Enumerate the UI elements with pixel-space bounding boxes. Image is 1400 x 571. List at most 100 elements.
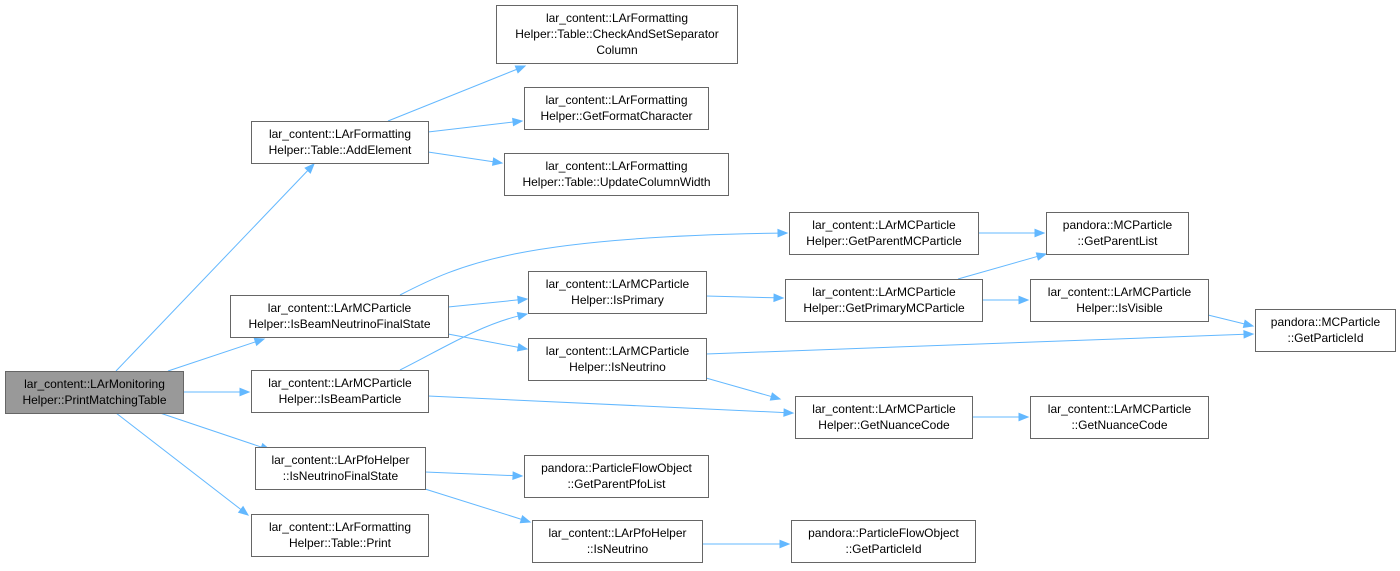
node-pfo-is-neutrino[interactable]: lar_content::LArPfoHelper::IsNeutrino bbox=[532, 520, 703, 563]
node-check-sep[interactable]: lar_content::LArFormattingHelper::Table:… bbox=[496, 5, 738, 64]
arrowhead-icon bbox=[514, 65, 527, 74]
node-label-line: ::GetNuanceCode bbox=[1071, 418, 1167, 432]
node-box bbox=[1030, 279, 1209, 322]
edge-get_parent_mc-to-mc_get_parent_list bbox=[978, 228, 1046, 238]
node-pfo-is-nu-fs[interactable]: lar_content::LArPfoHelper::IsNeutrinoFin… bbox=[255, 447, 426, 490]
edge-line bbox=[167, 341, 257, 372]
node-box bbox=[789, 212, 979, 255]
edge-line bbox=[424, 471, 515, 477]
node-update-col-width[interactable]: lar_content::LArFormattingHelper::Table:… bbox=[504, 153, 729, 196]
node-label-line: ::GetParticleId bbox=[1287, 331, 1363, 345]
arrowhead-icon bbox=[773, 293, 785, 303]
node-label-line: Helper::IsBeamNeutrinoFinalState bbox=[248, 317, 430, 331]
node-label-line: lar_content::LArPfoHelper bbox=[548, 526, 686, 540]
node-box bbox=[504, 153, 729, 196]
edge-line bbox=[447, 333, 520, 348]
arrowhead-icon bbox=[512, 471, 524, 480]
node-label-line: lar_content::LArFormatting bbox=[545, 93, 687, 107]
node-mc-get-parent-list[interactable]: pandora::MCParticle::GetParentList bbox=[1046, 212, 1189, 255]
arrowhead-icon bbox=[777, 228, 789, 238]
node-is-beam-nu-fs[interactable]: lar_content::LArMCParticleHelper::IsBeam… bbox=[230, 295, 449, 338]
edge-line bbox=[705, 377, 773, 398]
arrowhead-icon bbox=[1034, 228, 1046, 238]
edge-add_element-to-update_col_width bbox=[427, 151, 504, 166]
edge-pfo_is_nu_fs-to-pfo_is_neutrino bbox=[424, 488, 532, 524]
edge-is_beam_particle-to-get_nuance_code bbox=[427, 395, 795, 417]
node-mc-get-nuance-code[interactable]: lar_content::LArMCParticle::GetNuanceCod… bbox=[1030, 396, 1209, 439]
edge-line bbox=[399, 315, 520, 371]
node-label-line: lar_content::LArMCParticle bbox=[812, 285, 956, 299]
edge-line bbox=[115, 412, 242, 511]
edge-get_primary_mc-to-mc_get_parent_list bbox=[957, 252, 1048, 280]
node-box bbox=[255, 447, 426, 490]
node-label-line: Column bbox=[596, 43, 637, 57]
edge-print_matching_table-to-is_beam_nu_fs bbox=[167, 337, 266, 372]
node-label-line: lar_content::LArFormatting bbox=[269, 127, 411, 141]
edge-line bbox=[427, 121, 515, 133]
node-box bbox=[524, 455, 709, 498]
node-label-line: Helper::GetParentMCParticle bbox=[806, 234, 962, 248]
node-label-line: Helper::Table::UpdateColumnWidth bbox=[522, 175, 710, 189]
node-label-line: lar_content::LArMCParticle bbox=[546, 277, 690, 291]
arrowhead-icon bbox=[304, 163, 315, 174]
edge-print_matching_table-to-is_beam_particle bbox=[183, 387, 251, 397]
node-table-print[interactable]: lar_content::LArFormattingHelper::Table:… bbox=[251, 514, 429, 557]
edge-line bbox=[447, 299, 520, 308]
edge-line bbox=[427, 151, 495, 163]
node-mc-get-particle-id[interactable]: pandora::MCParticle::GetParticleId bbox=[1255, 309, 1396, 352]
edge-line bbox=[115, 169, 309, 372]
node-box bbox=[496, 5, 738, 64]
edge-print_matching_table-to-add_element bbox=[115, 163, 315, 372]
arrowhead-icon bbox=[517, 295, 529, 305]
arrowhead-icon bbox=[512, 117, 524, 127]
arrowhead-icon bbox=[516, 342, 529, 352]
node-is-beam-particle[interactable]: lar_content::LArMCParticleHelper::IsBeam… bbox=[251, 370, 429, 413]
node-print-matching-table[interactable]: lar_content::LArMonitoringHelper::PrintM… bbox=[5, 371, 184, 414]
arrowhead-icon bbox=[769, 392, 782, 401]
node-box bbox=[230, 295, 449, 338]
edge-line bbox=[705, 333, 1246, 355]
node-label-line: Helper::PrintMatchingTable bbox=[22, 393, 166, 407]
edge-is_beam_nu_fs-to-get_parent_mc bbox=[399, 228, 789, 296]
node-label-line: ::GetParentList bbox=[1077, 234, 1158, 248]
edge-print_matching_table-to-table_print bbox=[115, 412, 250, 516]
arrowhead-icon bbox=[1035, 252, 1048, 261]
node-label-line: pandora::MCParticle bbox=[1063, 218, 1173, 232]
node-get-primary-mc[interactable]: lar_content::LArMCParticleHelper::GetPri… bbox=[785, 279, 983, 322]
node-is-neutrino-mc[interactable]: lar_content::LArMCParticleHelper::IsNeut… bbox=[528, 338, 707, 381]
node-get-format-char[interactable]: lar_content::LArFormattingHelper::GetFor… bbox=[524, 87, 709, 130]
node-is-visible[interactable]: lar_content::LArMCParticleHelper::IsVisi… bbox=[1030, 279, 1209, 322]
node-is-primary[interactable]: lar_content::LArMCParticleHelper::IsPrim… bbox=[528, 271, 707, 314]
arrowhead-icon bbox=[1243, 330, 1255, 339]
edge-line bbox=[427, 395, 786, 414]
edge-is_primary-to-get_primary_mc bbox=[705, 293, 785, 303]
node-label-line: ::IsNeutrinoFinalState bbox=[283, 469, 399, 483]
node-label-line: Helper::Table::CheckAndSetSeparator bbox=[515, 27, 718, 41]
edge-is_neutrino_mc-to-mc_get_particle_id bbox=[705, 330, 1255, 355]
node-pfo-get-particle-id[interactable]: pandora::ParticleFlowObject::GetParticle… bbox=[791, 520, 976, 563]
node-label-line: pandora::MCParticle bbox=[1271, 315, 1381, 329]
edge-line bbox=[387, 68, 518, 122]
node-label-line: lar_content::LArMCParticle bbox=[268, 376, 412, 390]
node-label-line: Helper::IsPrimary bbox=[571, 293, 664, 307]
node-label-line: lar_content::LArMCParticle bbox=[268, 301, 412, 315]
node-label-line: Helper::IsNeutrino bbox=[569, 360, 666, 374]
edge-print_matching_table-to-pfo_is_nu_fs bbox=[159, 412, 272, 452]
node-get-nuance-code[interactable]: lar_content::LArMCParticleHelper::GetNua… bbox=[795, 396, 973, 439]
node-label-line: lar_content::LArMonitoring bbox=[24, 377, 165, 391]
arrowhead-icon bbox=[237, 505, 250, 516]
node-label-line: lar_content::LArMCParticle bbox=[1048, 402, 1192, 416]
node-pfo-get-parent-list[interactable]: pandora::ParticleFlowObject::GetParentPf… bbox=[524, 455, 709, 498]
node-label-line: lar_content::LArFormatting bbox=[546, 11, 688, 25]
arrowhead-icon bbox=[516, 311, 529, 321]
node-add-element[interactable]: lar_content::LArFormattingHelper::Table:… bbox=[251, 121, 429, 164]
edge-is_visible-to-mc_get_particle_id bbox=[1207, 314, 1255, 328]
node-label-line: Helper::IsBeamParticle bbox=[279, 392, 402, 406]
edge-is_neutrino_mc-to-get_nuance_code bbox=[705, 377, 782, 401]
edge-line bbox=[159, 412, 263, 448]
node-label-line: pandora::ParticleFlowObject bbox=[541, 461, 692, 475]
node-get-parent-mc[interactable]: lar_content::LArMCParticleHelper::GetPar… bbox=[789, 212, 979, 255]
arrowhead-icon bbox=[253, 337, 266, 347]
edge-line bbox=[1207, 314, 1246, 325]
arrowhead-icon bbox=[491, 157, 504, 166]
